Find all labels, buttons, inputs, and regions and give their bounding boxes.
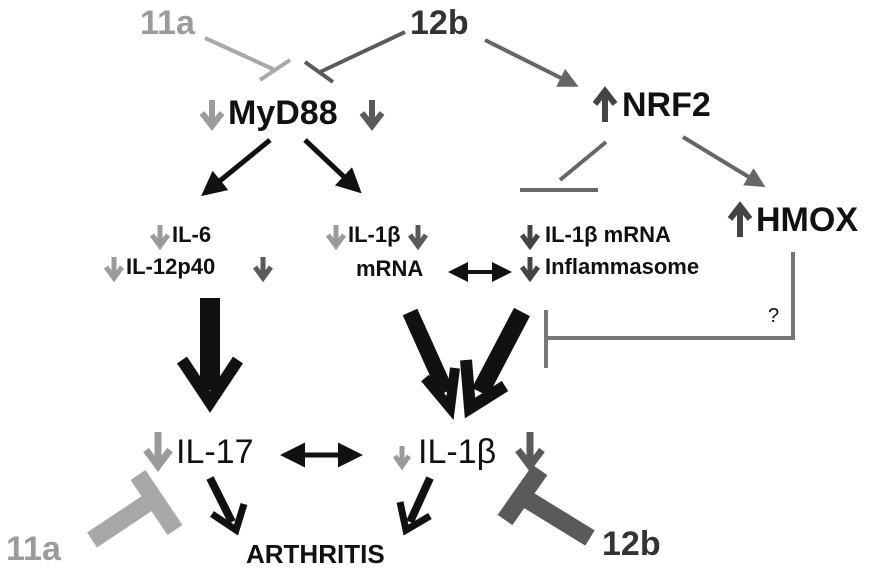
compound-12b-top-label: 12b bbox=[410, 4, 469, 42]
il6-label: IL-6 bbox=[172, 222, 212, 247]
down-arrow-il6-11a bbox=[149, 225, 171, 251]
big-arrow-mrna-il1b-head bbox=[421, 367, 460, 421]
compound-12b-bottom-label: 12b bbox=[602, 525, 661, 563]
question-mark-label: ? bbox=[768, 305, 780, 327]
up-arrow-nrf2 bbox=[592, 86, 618, 122]
up-arrow-hmox bbox=[727, 201, 753, 237]
big-arrow-inflam-il1b bbox=[472, 307, 530, 397]
arrow-il1b-arthritis-head bbox=[396, 501, 432, 536]
down-arrow-il12-11a bbox=[103, 257, 125, 283]
arrow-il17-arthritis bbox=[206, 476, 236, 524]
big-arrow-inflam-il1b-head bbox=[460, 359, 509, 419]
inhibit-11a-myd88-bar bbox=[258, 58, 292, 82]
down-arrow-il1b-bottom-11a bbox=[392, 446, 412, 471]
il1b-mrna-right-label: IL-1β mRNA bbox=[545, 222, 671, 247]
inhibit-12b-myd88-line bbox=[319, 30, 406, 74]
il1b-mrna-top-label: IL-1β bbox=[348, 222, 401, 247]
down-arrow-il1b-11a bbox=[325, 225, 347, 251]
mrna-left-label: mRNA bbox=[356, 256, 424, 281]
il12p40-label: IL-12p40 bbox=[126, 254, 216, 279]
down-arrow-il1b-bottom-12b bbox=[515, 432, 545, 472]
inhibit-12b-bottom-line bbox=[515, 487, 595, 546]
il17-label: IL-17 bbox=[176, 433, 254, 471]
compound-11a-bottom-label: 11a bbox=[6, 530, 61, 568]
arrow-il17-arthritis-head bbox=[210, 502, 248, 536]
inhibit-11a-bottom-line bbox=[87, 490, 160, 548]
down-arrow-il1b-12b bbox=[407, 225, 429, 251]
nrf2-label: NRF2 bbox=[622, 86, 711, 124]
il1b-bottom-label: IL-1β bbox=[418, 433, 497, 471]
down-arrow-il17-11a bbox=[143, 432, 173, 472]
down-arrow-inflammasome bbox=[519, 257, 541, 283]
down-arrow-il12-12b bbox=[252, 257, 274, 283]
inhibit-12b-myd88-bar bbox=[303, 60, 335, 84]
compound-11a-top-label: 11a bbox=[140, 4, 195, 42]
hmox-label: HMOX bbox=[756, 201, 858, 239]
down-arrow-myd88-11a bbox=[199, 100, 225, 131]
down-arrow-myd88-12b bbox=[359, 100, 385, 131]
inhibit-12b-bottom-bar bbox=[497, 464, 548, 526]
arthritis-label: ARTHRITIS bbox=[246, 539, 385, 569]
big-arrow-mrna-il1b bbox=[402, 308, 454, 396]
inhibit-hmox-bracket bbox=[546, 252, 795, 340]
inhibit-nrf2-il1bmrna-line bbox=[558, 140, 608, 182]
arrow-nrf2-hmox bbox=[681, 135, 766, 188]
myd88-label: MyD88 bbox=[228, 94, 338, 132]
big-arrow-il6-il17-head bbox=[177, 356, 243, 413]
arrow-12b-nrf2 bbox=[484, 38, 579, 87]
inhibit-11a-bottom-bar bbox=[130, 469, 183, 536]
down-arrow-il1bmrna bbox=[519, 225, 541, 251]
arrow-il1b-arthritis bbox=[406, 476, 434, 524]
arrow-myd88-il1b bbox=[303, 138, 362, 194]
inflammasome-label: Inflammasome bbox=[545, 254, 700, 279]
arrow-myd88-il6 bbox=[201, 138, 272, 197]
inhibit-11a-myd88-line bbox=[204, 36, 276, 72]
